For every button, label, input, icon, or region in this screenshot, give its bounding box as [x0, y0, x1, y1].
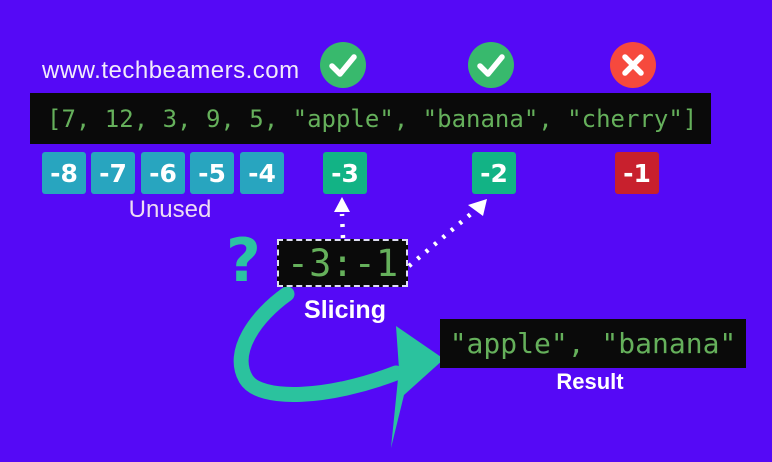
- index-box--6: -6: [141, 152, 185, 194]
- check-icon: [468, 42, 514, 88]
- list-code-bar: [7, 12, 3, 9, 5, "apple", "banana", "che…: [30, 93, 711, 144]
- question-mark-icon: ?: [226, 226, 261, 296]
- result-label: Result: [556, 369, 624, 394]
- result-text: "apple", "banana": [449, 327, 737, 360]
- watermark-text: www.techbeamers.com: [42, 57, 300, 84]
- index-box--5: -5: [190, 152, 234, 194]
- cross-icon: [610, 42, 656, 88]
- index-box--7: -7: [91, 152, 135, 194]
- dotted-arrow-to-minus2: [407, 199, 487, 268]
- index-box--4: -4: [240, 152, 284, 194]
- slice-expression-box: -3:-1: [277, 239, 408, 287]
- index-box--2: -2: [472, 152, 516, 194]
- check-icon: [320, 42, 366, 88]
- result-box: "apple", "banana": [440, 319, 746, 368]
- unused-label: Unused: [128, 196, 212, 223]
- index-box--3: -3: [323, 152, 367, 194]
- dotted-arrow-to-minus3: [334, 197, 350, 239]
- index-box--8: -8: [42, 152, 86, 194]
- list-code-text: [7, 12, 3, 9, 5, "apple", "banana", "che…: [47, 104, 698, 133]
- slicing-label: Slicing: [304, 296, 386, 324]
- slice-expression-text: -3:-1: [286, 241, 399, 285]
- index-box--1: -1: [615, 152, 659, 194]
